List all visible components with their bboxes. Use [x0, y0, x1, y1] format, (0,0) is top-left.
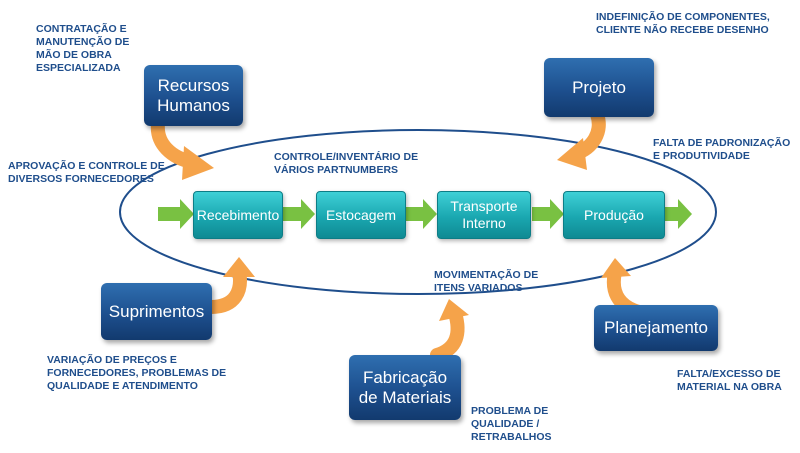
flow-arrow-estocagem-transporte: [405, 199, 437, 229]
note-padronizacao: FALTA DE PADRONIZAÇÃO E PRODUTIVIDADE: [653, 137, 791, 162]
box-suprimentos: Suprimentos: [101, 283, 212, 340]
step-producao: Produção: [563, 191, 665, 239]
box-recursos-humanos: Recursos Humanos: [144, 65, 243, 126]
step-estocagem: Estocagem: [316, 191, 406, 239]
note-falta-excesso: FALTA/EXCESSO DE MATERIAL NA OBRA: [677, 368, 782, 393]
note-movimentacao: MOVIMENTAÇÃO DE ITENS VARIADOS: [434, 269, 539, 294]
flow-arrow-in: [158, 199, 194, 229]
note-aprovacao: APROVAÇÃO E CONTROLE DE DIVERSOS FORNECE…: [8, 160, 165, 185]
box-projeto: Projeto: [544, 58, 654, 117]
note-indefinicao: INDEFINIÇÃO DE COMPONENTES, CLIENTE NÃO …: [596, 11, 770, 36]
step-recebimento: Recebimento: [193, 191, 283, 239]
arrow-projeto: [557, 108, 606, 170]
box-planejamento: Planejamento: [594, 305, 718, 351]
note-problema: PROBLEMA DE QUALIDADE / RETRABALHOS: [471, 405, 552, 443]
note-variacao: VARIAÇÃO DE PREÇOS E FORNECEDORES, PROBL…: [47, 354, 227, 392]
note-contratacao: CONTRATAÇÃO E MANUTENÇÃO DE MÃO DE OBRA …: [36, 23, 130, 74]
flow-arrow-recebimento-estocagem: [283, 199, 315, 229]
arrow-suprimentos: [205, 257, 255, 314]
flow-arrow-out: [664, 199, 692, 229]
flow-arrow-transporte-producao: [532, 199, 564, 229]
arrow-recursos-humanos: [150, 118, 214, 180]
box-fabricacao-de-materiais: Fabricação de Materiais: [349, 355, 461, 420]
arrow-fabricacao: [430, 299, 469, 362]
step-transporte-interno: Transporte Interno: [437, 191, 531, 239]
note-controle: CONTROLE/INVENTÁRIO DE VÁRIOS PARTNUMBER…: [274, 151, 419, 176]
